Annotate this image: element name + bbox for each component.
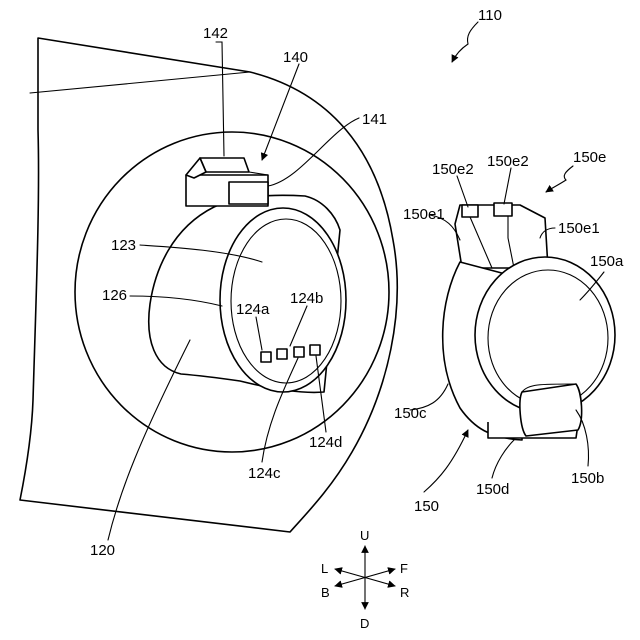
connector-140 [186, 158, 268, 206]
label-140: 140 [283, 49, 308, 66]
label-150: 150 [414, 498, 439, 515]
tab-notch-150e2-right [494, 203, 512, 216]
tab-notch-150e2-left [462, 205, 478, 217]
label-150c: 150c [394, 405, 427, 422]
direction-front-label: F [400, 561, 408, 576]
direction-left-label: L [321, 561, 328, 576]
terminal-124a [261, 352, 271, 362]
label-150d: 150d [476, 481, 509, 498]
label-150e2-left: 150e2 [432, 161, 474, 178]
label-124a: 124a [236, 301, 270, 318]
label-150e2-right: 150e2 [487, 153, 529, 170]
label-150e1-right: 150e1 [558, 220, 600, 237]
label-150b: 150b [571, 470, 604, 487]
direction-up-label: U [360, 528, 369, 543]
label-150e1-left: 150e1 [403, 206, 445, 223]
terminal-124c [294, 347, 304, 357]
direction-down-label: D [360, 616, 369, 631]
label-141: 141 [362, 111, 387, 128]
terminal-124d [310, 345, 320, 355]
label-150e: 150e [573, 149, 606, 166]
label-124d: 124d [309, 434, 342, 451]
label-110: 110 [478, 7, 502, 24]
label-126: 126 [102, 287, 127, 304]
direction-compass: U D L B F R [321, 528, 409, 631]
direction-back-label: B [321, 585, 330, 600]
label-150a: 150a [590, 253, 624, 270]
direction-right-label: R [400, 585, 409, 600]
label-124b: 124b [290, 290, 323, 307]
label-120: 120 [90, 542, 115, 559]
label-123: 123 [111, 237, 136, 254]
label-124c: 124c [248, 465, 281, 482]
terminal-124b [277, 349, 287, 359]
cap-part-150 [443, 203, 615, 440]
label-142: 142 [203, 25, 228, 42]
